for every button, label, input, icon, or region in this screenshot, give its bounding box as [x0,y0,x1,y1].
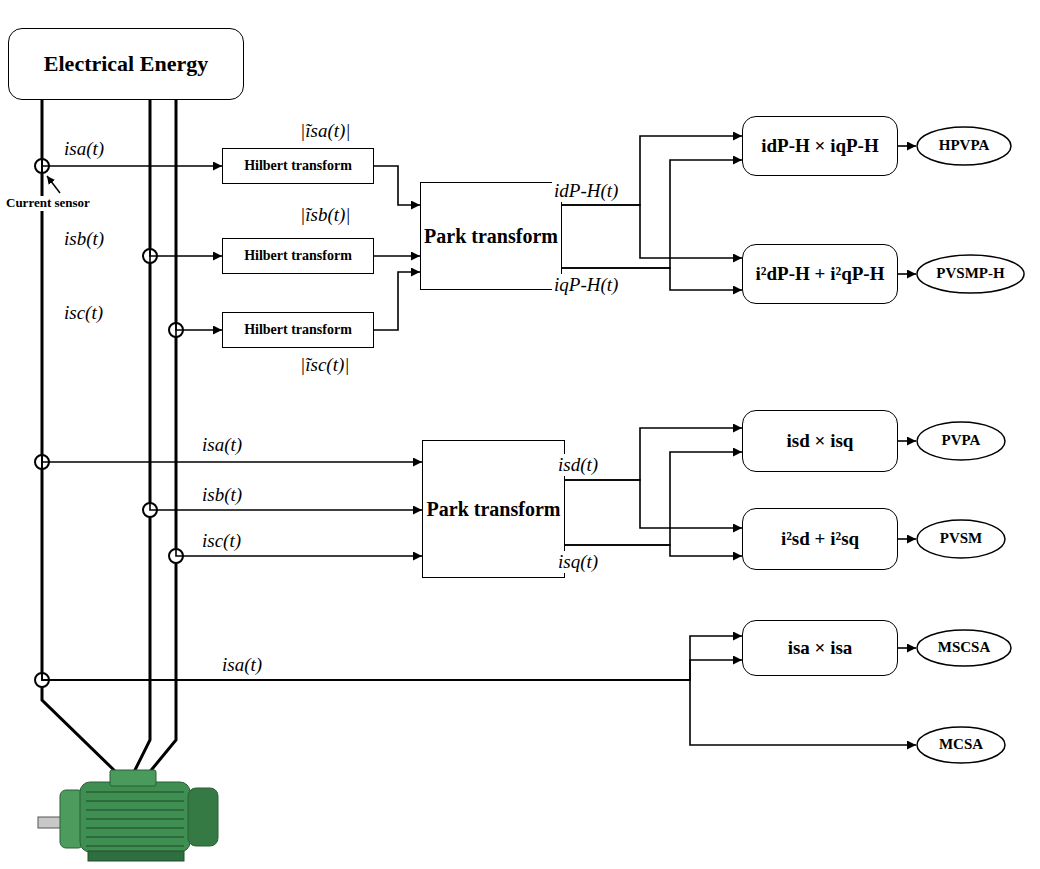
signal-label: idP-H(t) [552,180,620,202]
ellipse-shape [917,520,1005,558]
signal-label: isq(t) [556,551,600,573]
signal-connector [898,145,916,147]
signal-connector [565,480,742,528]
node-text: PVPA [942,432,981,449]
hilbert-block: Hilbert transform [222,238,374,274]
source-box: Electrical Energy [8,28,244,100]
signal-label: isb(t) [200,484,244,506]
product-block: isa × isa [742,620,898,676]
index-ellipse: PVSM [916,519,1006,559]
product-block: i²dP-H + i²qP-H [742,244,898,304]
park-block: Park transform [420,182,562,290]
signal-label: isd(t) [556,454,600,476]
signal-connector [898,273,916,275]
node-text: i²sd + i²sq [781,528,859,550]
signal-connector [374,272,420,330]
signal-connector [176,100,422,556]
node-text: Electrical Energy [44,51,208,76]
index-ellipse: PVSMP-H [916,254,1025,294]
supply-wire [148,100,176,774]
motor-illustration [38,770,218,861]
signal-label: isa(t) [62,138,106,160]
ellipse-shape [917,727,1005,763]
index-ellipse: MSCSA [916,629,1012,667]
signal-label: isc(t) [62,302,105,324]
motor-terminal-box [110,770,156,786]
node-text: MCSA [939,736,983,753]
hilbert-block: Hilbert transform [222,312,374,348]
signal-label: |ĩsa(t)| [298,120,353,142]
node-text: Park transform [424,225,558,248]
signal-connector [42,100,742,680]
node-text: Hilbert transform [244,248,352,264]
signal-connector [898,538,916,540]
signal-connector [898,440,916,442]
signal-connector [42,100,222,166]
ellipse-shape [917,255,1024,293]
ellipse-shape [917,127,1011,165]
signal-label: iqP-H(t) [552,274,620,296]
callout-label: Current sensor [4,196,92,211]
node-text: isa × isa [788,637,853,659]
node-text: HPVPA [939,137,990,154]
motor-fins [86,792,184,846]
signal-connector [562,160,742,268]
signal-label: isa(t) [220,654,264,676]
node-text: isd × isq [787,430,854,452]
signal-connector [150,100,422,510]
motor-feet [88,851,184,861]
motor-body [80,782,190,852]
motor-fan-cover [188,788,218,846]
signal-connector [562,205,742,258]
node-text: Park transform [427,498,561,521]
hilbert-block: Hilbert transform [222,148,374,184]
signal-connector [374,166,420,205]
signal-connector [898,647,916,649]
signal-label: isc(t) [200,530,243,552]
signal-connector [42,100,742,680]
signal-connector [42,100,916,745]
product-block: i²sd + i²sq [742,508,898,570]
park-block: Park transform [422,440,565,578]
node-text: i²dP-H + i²qP-H [756,263,885,285]
ellipse-shape [917,422,1005,460]
supply-wire [133,100,150,774]
node-text: Hilbert transform [244,322,352,338]
product-block: idP-H × iqP-H [742,116,898,176]
index-ellipse: HPVPA [916,126,1012,166]
signal-label: isa(t) [200,434,244,456]
node-text: idP-H × iqP-H [761,135,878,157]
node-text: Hilbert transform [244,158,352,174]
signal-connector [176,100,222,330]
node-text: MSCSA [938,639,991,656]
signal-label: |ĩsb(t)| [298,204,353,226]
index-ellipse: MCSA [916,726,1006,764]
signal-label: |ĩsc(t)| [298,354,352,376]
signal-connector [374,255,420,257]
index-ellipse: PVPA [916,421,1006,461]
signal-label: isb(t) [62,228,106,250]
signal-connector [42,100,422,462]
product-block: isd × isq [742,410,898,472]
node-text: PVSMP-H [936,265,1004,282]
leader-line [47,176,60,193]
ellipse-shape [917,630,1011,666]
node-text: PVSM [940,530,983,547]
signal-connector [150,100,222,256]
